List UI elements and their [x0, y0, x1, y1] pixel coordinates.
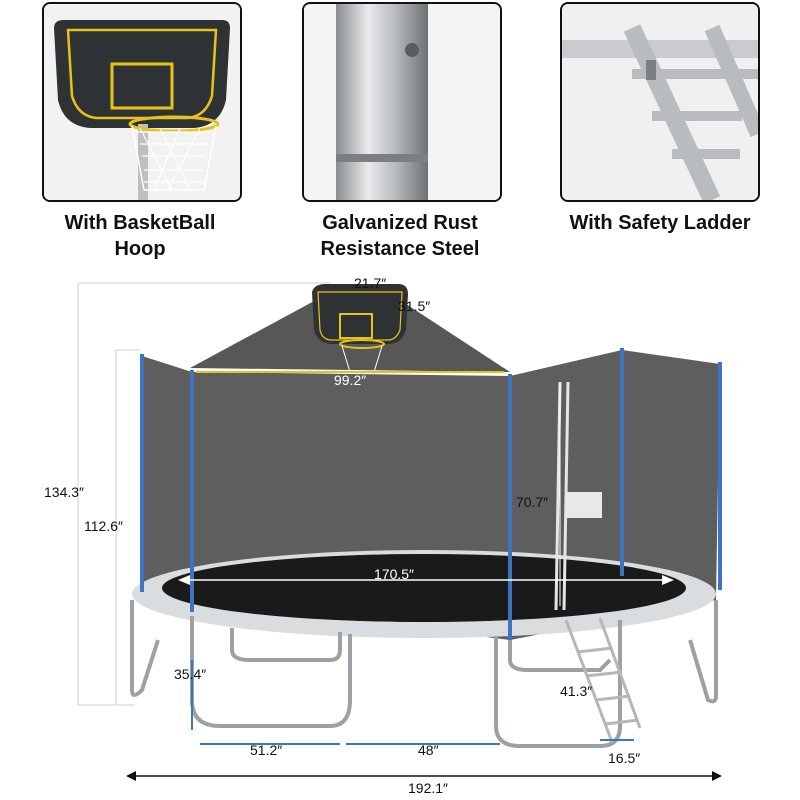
- basketball-hoop-icon: [44, 4, 240, 200]
- trampoline-illustration: [77, 282, 722, 781]
- dim-backboard-width: 21.7″: [354, 275, 387, 291]
- jumping-mat: [162, 554, 686, 622]
- enclosure-poles: [140, 348, 722, 640]
- photo-galvanized-steel: [302, 2, 502, 202]
- dim-enclosure-height: 70.7″: [516, 494, 549, 510]
- net-label: [566, 492, 602, 518]
- dim-backboard-height: 31.5″: [398, 298, 431, 314]
- dim-ladder-height: 41.3″: [560, 683, 593, 699]
- hoop-rim: [339, 339, 385, 349]
- dim-leg-height: 35.4″: [174, 666, 207, 682]
- feature-caption-ladder: With Safety Ladder: [569, 212, 751, 234]
- dim-base-width-mid: 48″: [418, 742, 439, 758]
- ladder-icon: [562, 4, 758, 200]
- safety-ladder: [564, 617, 642, 743]
- dim-ladder-width: 16.5″: [608, 750, 641, 766]
- dim-net-height: 112.6″: [84, 518, 123, 534]
- steel-pole-icon: [304, 4, 500, 200]
- dim-mat-diameter: 170.5″: [374, 566, 414, 582]
- photo-safety-ladder: [560, 2, 760, 202]
- dim-overall-height: 134.3″: [44, 484, 84, 500]
- dim-overall-diameter: 192.1″: [408, 780, 448, 796]
- photo-basketball-hoop: [42, 2, 242, 202]
- frame-legs: [130, 600, 718, 748]
- dim-base-width-left: 51.2″: [250, 742, 283, 758]
- dim-hoop-span: 99.2″: [334, 372, 367, 388]
